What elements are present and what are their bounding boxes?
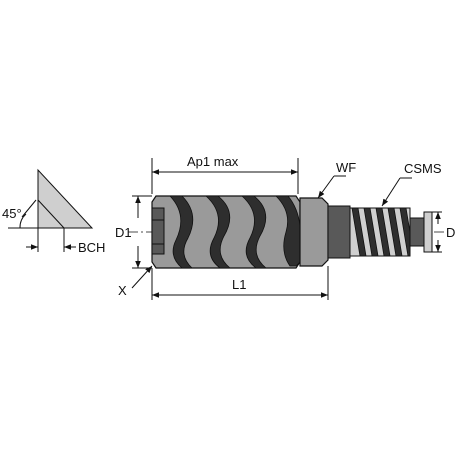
flute-1 xyxy=(169,195,194,269)
wf-leader xyxy=(317,175,335,199)
angle-label: 45° xyxy=(2,206,22,221)
chamfer-insert-shape xyxy=(37,168,94,229)
d-label: D xyxy=(446,225,455,240)
angle-leader xyxy=(21,199,37,218)
angle-arc xyxy=(19,213,27,229)
bch-label: BCH xyxy=(78,240,105,255)
flute-2 xyxy=(204,195,232,269)
csms-leader xyxy=(381,177,401,207)
csms-label: CSMS xyxy=(404,161,442,176)
flute-4 xyxy=(275,195,301,267)
flute-3 xyxy=(240,195,268,269)
wf-label: WF xyxy=(336,160,356,175)
end-flange xyxy=(423,211,433,253)
pilot xyxy=(409,217,425,247)
collar xyxy=(327,205,351,259)
l1-label: L1 xyxy=(232,277,246,292)
x-label: X xyxy=(118,283,127,298)
ap1-label: Ap1 max xyxy=(187,154,239,169)
thread-coils xyxy=(351,207,411,257)
chamfer-detail: 45° BCH xyxy=(2,168,105,255)
neck xyxy=(299,197,329,267)
chamfer-edge xyxy=(37,199,65,229)
d1-label: D1 xyxy=(115,225,132,240)
cutting-face xyxy=(151,207,165,255)
x-leader xyxy=(131,265,153,289)
end-mill: Ap1 max D1 xyxy=(115,154,455,300)
